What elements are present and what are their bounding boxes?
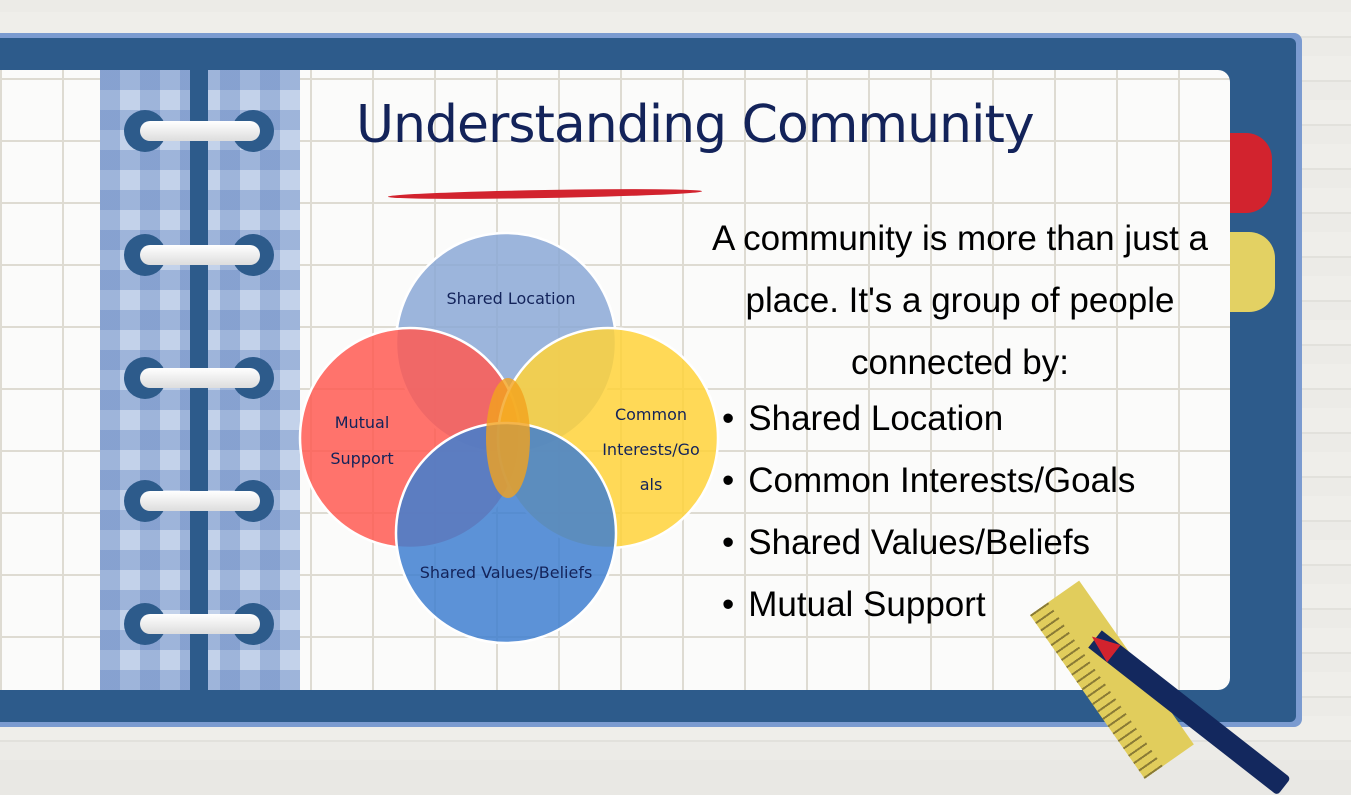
spiral-ring bbox=[124, 357, 274, 399]
venn-label-shared-values: Shared Values/Beliefs bbox=[420, 563, 593, 582]
page-title: Understanding Community bbox=[356, 95, 1035, 155]
venn-center-overlap bbox=[486, 378, 530, 498]
bullet-item: Common Interests/Goals bbox=[722, 450, 1135, 512]
venn-label-mutual-support-1: Mutual bbox=[335, 413, 390, 432]
bullet-item: Shared Location bbox=[722, 388, 1135, 450]
bullet-item: Mutual Support bbox=[722, 574, 1135, 636]
spiral-ring bbox=[124, 480, 274, 522]
venn-label-common-interests-1: Common bbox=[615, 405, 687, 424]
description-text: A community is more than just a place. I… bbox=[711, 219, 1209, 382]
bullet-item: Shared Values/Beliefs bbox=[722, 512, 1135, 574]
venn-label-common-interests-2: Interests/Go bbox=[602, 440, 700, 459]
venn-label-common-interests-3: als bbox=[640, 475, 663, 494]
venn-diagram: Shared Location Mutual Support Common In… bbox=[298, 231, 720, 645]
venn-label-mutual-support-2: Support bbox=[330, 449, 393, 468]
bullet-list: Shared Location Common Interests/Goals S… bbox=[722, 388, 1135, 636]
venn-label-shared-location: Shared Location bbox=[446, 289, 575, 308]
spiral-ring bbox=[124, 234, 274, 276]
spiral-ring bbox=[124, 603, 274, 645]
spiral-ring bbox=[124, 110, 274, 152]
